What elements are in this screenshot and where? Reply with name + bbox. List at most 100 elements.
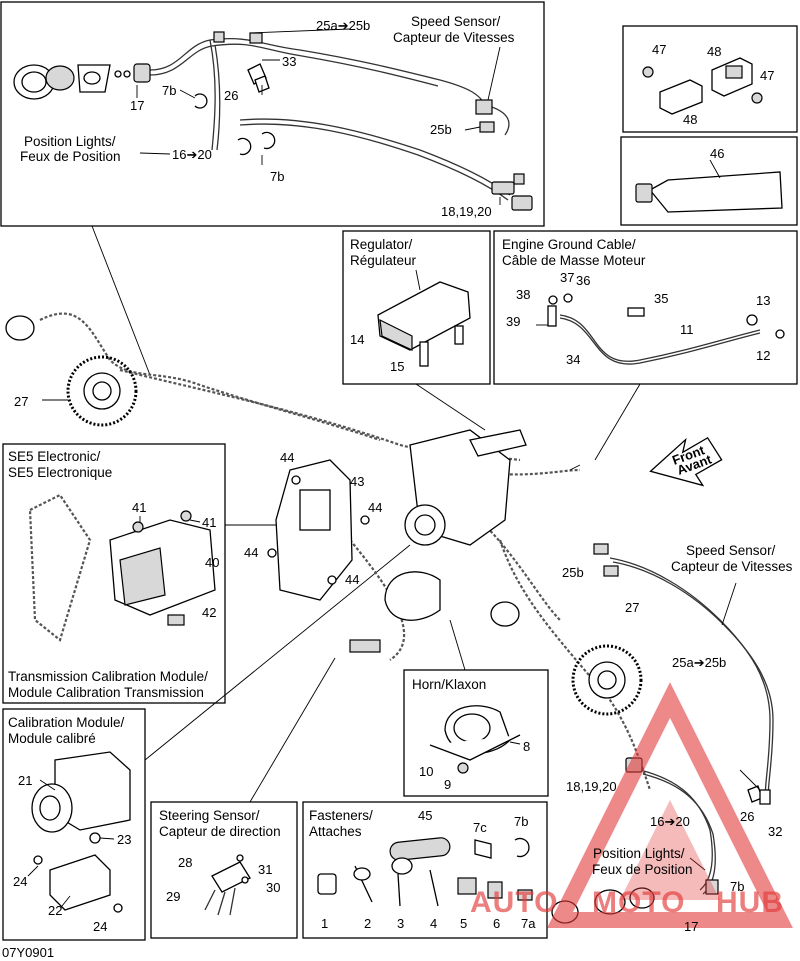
speed-sensor-right-title2: Capteur de Vitesses bbox=[671, 559, 793, 574]
calibration-module bbox=[27, 751, 131, 913]
label-10: 10 bbox=[419, 764, 433, 779]
leaders-main bbox=[42, 399, 581, 471]
label-25b-top: 25b bbox=[430, 122, 452, 137]
fasteners-title1: Fasteners/ bbox=[309, 808, 373, 823]
label-47a: 47 bbox=[652, 42, 666, 57]
brackets-47-48 bbox=[642, 57, 763, 115]
calibration-title1: Calibration Module/ bbox=[8, 715, 125, 730]
label-24b: 24 bbox=[93, 919, 107, 934]
label-18-19-20-top: 18,19,20 bbox=[441, 204, 492, 219]
speed-sensor-harness-top bbox=[13, 31, 533, 211]
label-f5: 5 bbox=[460, 916, 467, 931]
label-25a-25b-right: 25a➔25b bbox=[672, 655, 726, 670]
label-18-19-20-right: 18,19,20 bbox=[566, 779, 617, 794]
label-25a-25b-top: 25a➔25b bbox=[316, 18, 370, 33]
watermark-moto: MOTO bbox=[592, 886, 685, 919]
label-14: 14 bbox=[350, 332, 364, 347]
label-44a: 44 bbox=[280, 450, 294, 465]
label-31: 31 bbox=[258, 862, 272, 877]
regulator-title2: Régulateur bbox=[350, 253, 417, 268]
box-speed-sensor-top bbox=[0, 1, 545, 227]
label-37: 37 bbox=[560, 270, 574, 285]
label-44b: 44 bbox=[368, 500, 382, 515]
se5-module bbox=[28, 493, 216, 642]
label-29: 29 bbox=[166, 889, 180, 904]
fasteners-set bbox=[317, 837, 533, 907]
label-38: 38 bbox=[516, 287, 530, 302]
label-f3: 3 bbox=[397, 916, 404, 931]
se5-footer2: Module Calibration Transmission bbox=[8, 685, 204, 700]
horn-unit bbox=[429, 705, 521, 774]
position-lights-top-title2: Feux de Position bbox=[20, 149, 121, 164]
label-f6: 6 bbox=[493, 916, 500, 931]
leaders-top bbox=[136, 28, 501, 205]
label-42: 42 bbox=[202, 605, 216, 620]
label-44d: 44 bbox=[345, 572, 359, 587]
label-46: 46 bbox=[710, 146, 724, 161]
calibration-title2: Module calibré bbox=[8, 731, 96, 746]
se5-title2: SE5 Electronique bbox=[8, 465, 112, 480]
engine-ground-title2: Câble de Masse Moteur bbox=[502, 253, 646, 268]
regulator-unit bbox=[377, 269, 471, 367]
horn-title: Horn/Klaxon bbox=[412, 677, 486, 692]
label-24a: 24 bbox=[13, 874, 27, 889]
position-lights-right-title1: Position Lights/ bbox=[593, 846, 685, 861]
label-9: 9 bbox=[444, 777, 451, 792]
label-48b: 48 bbox=[683, 112, 697, 127]
label-25b-right: 25b bbox=[562, 565, 584, 580]
label-11: 11 bbox=[680, 322, 694, 337]
label-f2: 2 bbox=[364, 916, 371, 931]
label-f1: 1 bbox=[321, 916, 328, 931]
label-7b-top1: 7b bbox=[162, 83, 176, 98]
label-39: 39 bbox=[506, 314, 520, 329]
label-8: 8 bbox=[523, 739, 530, 754]
label-30: 30 bbox=[266, 880, 280, 895]
fasteners-title2: Attaches bbox=[309, 824, 362, 839]
front-arrow: Front Avant bbox=[649, 436, 723, 487]
label-47b: 47 bbox=[760, 68, 774, 83]
label-7b-right: 7b bbox=[730, 879, 744, 894]
label-f4: 4 bbox=[430, 916, 437, 931]
watermark-logo: AUTO MOTO HUB bbox=[470, 682, 793, 928]
label-7b-top2: 7b bbox=[270, 169, 284, 184]
label-32: 32 bbox=[768, 824, 782, 839]
label-34: 34 bbox=[566, 352, 580, 367]
label-12: 12 bbox=[756, 348, 770, 363]
label-17-right: 17 bbox=[684, 919, 698, 934]
label-41a: 41 bbox=[132, 500, 146, 515]
label-15: 15 bbox=[390, 359, 404, 374]
label-7b-fasteners: 7b bbox=[514, 814, 528, 829]
bracket-43 bbox=[267, 459, 370, 601]
label-48a: 48 bbox=[707, 44, 721, 59]
label-17-top: 17 bbox=[130, 98, 144, 113]
watermark-auto: AUTO bbox=[470, 886, 558, 919]
label-16-20-right: 16➔20 bbox=[650, 814, 690, 829]
label-26-right: 26 bbox=[740, 809, 754, 824]
connector-leaders bbox=[91, 225, 641, 803]
grease-tube-46 bbox=[635, 159, 783, 213]
label-16-20-top: 16➔20 bbox=[172, 147, 212, 162]
regulator-title1: Regulator/ bbox=[350, 237, 413, 252]
label-7c: 7c bbox=[473, 820, 487, 835]
steering-title1: Steering Sensor/ bbox=[159, 808, 260, 823]
label-23: 23 bbox=[117, 832, 131, 847]
label-f7a: 7a bbox=[521, 916, 536, 931]
label-28: 28 bbox=[178, 855, 192, 870]
steering-sensor bbox=[204, 854, 251, 916]
engine-ground-cable bbox=[536, 293, 785, 365]
label-22: 22 bbox=[48, 903, 62, 918]
box-brackets bbox=[622, 25, 798, 133]
label-35: 35 bbox=[654, 291, 668, 306]
label-45: 45 bbox=[418, 808, 432, 823]
speed-sensor-right-title1: Speed Sensor/ bbox=[686, 543, 776, 558]
label-36: 36 bbox=[576, 273, 590, 288]
watermark-hub: HUB bbox=[716, 886, 784, 919]
position-lights-right-title2: Feux de Position bbox=[592, 862, 693, 877]
steering-title2: Capteur de direction bbox=[159, 824, 281, 839]
position-lights-top-title1: Position Lights/ bbox=[24, 134, 116, 149]
label-27-left: 27 bbox=[14, 394, 28, 409]
label-40: 40 bbox=[205, 555, 219, 570]
label-27-right: 27 bbox=[625, 600, 639, 615]
engine-ground-title1: Engine Ground Cable/ bbox=[502, 237, 636, 252]
